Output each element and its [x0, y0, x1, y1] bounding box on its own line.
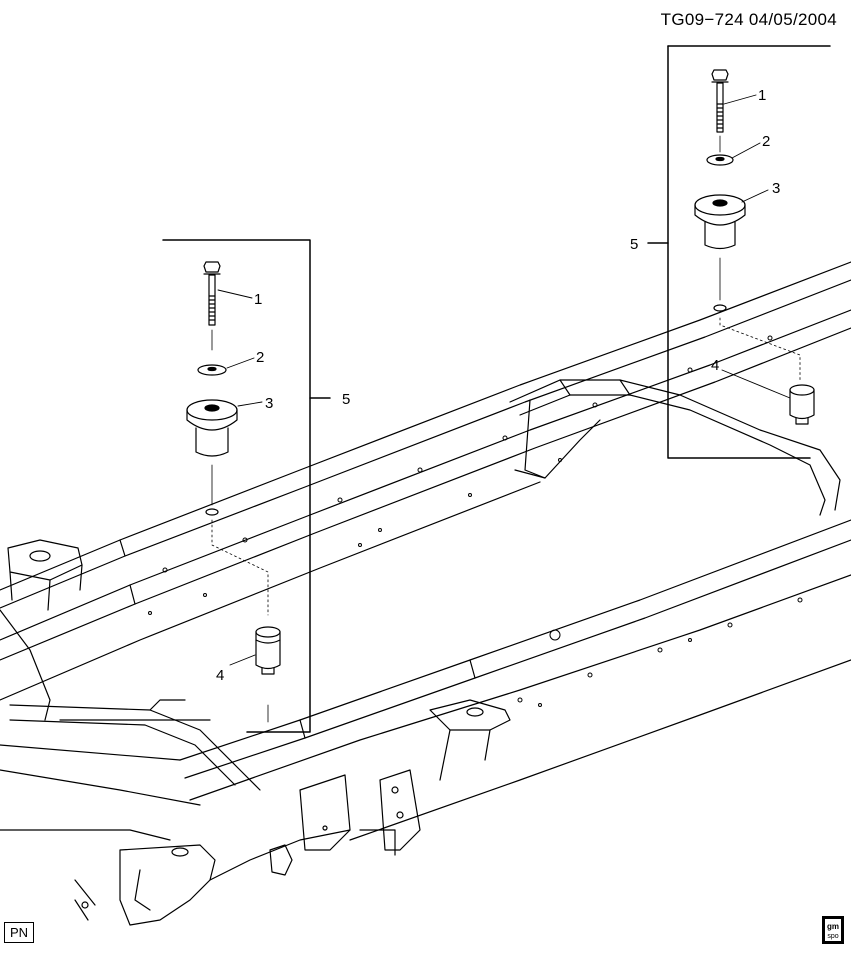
pn-label: PN: [4, 922, 35, 943]
right-callout-3: 3: [772, 180, 780, 197]
left-frame-rail: [0, 261, 851, 701]
left-callout-5: 5: [342, 391, 350, 408]
left-front-bracket: [0, 539, 83, 721]
right-lower-centerline: [719, 317, 801, 381]
right-callout-4: 4: [711, 357, 719, 374]
left-upper-insulator-icon: [186, 399, 238, 457]
left-lower-insulator-icon: [255, 626, 281, 675]
left-lower-centerline: [211, 519, 269, 616]
drawing-id: TG09−724 04/05/2004: [660, 10, 837, 29]
logo-text-top: gm: [827, 922, 839, 931]
right-frame-mount-hole: [713, 304, 727, 312]
right-callout-leaders: [721, 94, 791, 399]
right-lower-insulator-icon: [789, 384, 815, 425]
left-callout-4: 4: [216, 667, 224, 684]
right-callout-1: 1: [758, 87, 766, 104]
left-frame-mount-hole: [205, 508, 219, 516]
left-callout-3: 3: [265, 395, 273, 412]
left-mount-bracket-line: [162, 239, 331, 733]
left-callout-1: 1: [254, 291, 262, 308]
front-end-assembly: [74, 699, 511, 926]
right-mount-bracket-line: [647, 45, 831, 459]
gm-spo-logo-icon: gm spo: [822, 916, 844, 944]
right-callout-5: 5: [630, 236, 638, 253]
right-bolt-icon: [711, 69, 729, 133]
left-callout-2: 2: [256, 349, 264, 366]
right-callout-2: 2: [762, 133, 770, 150]
front-crossmember: [0, 699, 261, 841]
right-washer-icon: [706, 154, 734, 166]
logo-text-bottom: spo: [827, 933, 838, 940]
left-washer-icon: [197, 364, 227, 376]
left-bolt-icon: [203, 261, 221, 326]
left-callout-leaders: [217, 289, 263, 666]
right-frame-rail: [0, 519, 851, 841]
right-upper-insulator-icon: [694, 194, 746, 250]
rear-crossmember: [509, 379, 841, 516]
